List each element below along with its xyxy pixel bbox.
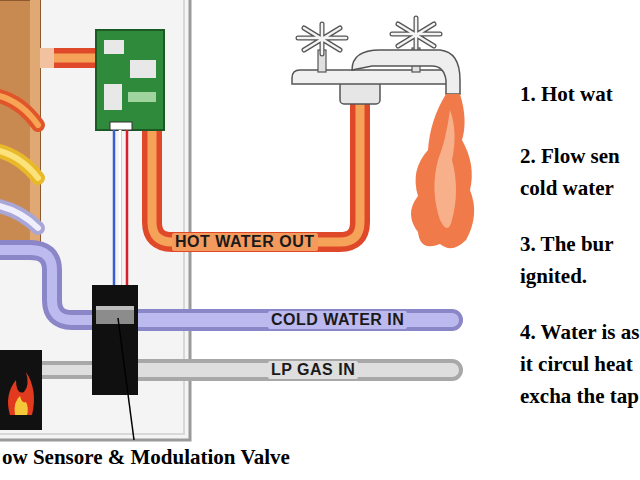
sensor-wire (126, 130, 129, 292)
cold-return-pipe (0, 250, 100, 320)
chip (130, 60, 156, 78)
step-note: 1. Hot wat (520, 78, 640, 110)
pipe-label: HOT WATER OUT (172, 233, 318, 251)
cold-return-pipe-core (0, 250, 100, 320)
modulation-valve (92, 285, 138, 395)
flame-symbol (8, 372, 34, 415)
flame-symbol (15, 396, 28, 415)
faucet (292, 18, 460, 104)
part-label: ow Sensore & Modulation Valve (2, 445, 290, 469)
pipe-fitting (40, 48, 54, 68)
step-note: 4. Water is as it circul heat excha the … (520, 316, 640, 412)
flow-sensor-highlight (96, 306, 134, 310)
pipe-label: LP GAS IN (268, 361, 358, 379)
hot-water-pipe (40, 58, 360, 242)
hot-water-stream (411, 94, 474, 248)
cool-tube-core (0, 205, 38, 228)
hot-water-pipe-core (40, 58, 360, 242)
burner-box (0, 350, 42, 430)
circuit-board (96, 30, 164, 130)
sensor-wire (113, 130, 116, 292)
sensor-wire (119, 130, 122, 292)
hot-tube-core (0, 95, 38, 125)
warm-tube-core (0, 150, 38, 178)
connector (110, 122, 132, 130)
chip (104, 40, 124, 54)
cool-tube (0, 205, 38, 228)
step-note: 3. The bur ignited. (520, 228, 640, 292)
chip (104, 84, 122, 110)
warm-tube (0, 150, 38, 178)
cold-water-pipe (110, 309, 452, 331)
hot-water-stream-highlight (434, 110, 456, 228)
pipe-label: COLD WATER IN (268, 311, 407, 329)
step-note: 2. Flow sen cold water (520, 140, 640, 204)
flow-sensor (96, 306, 134, 324)
chip (128, 92, 156, 102)
hot-tube (0, 95, 38, 125)
gas-pipe (100, 359, 452, 381)
leader-line (118, 318, 134, 440)
sensor-wire-edge (121, 130, 122, 292)
